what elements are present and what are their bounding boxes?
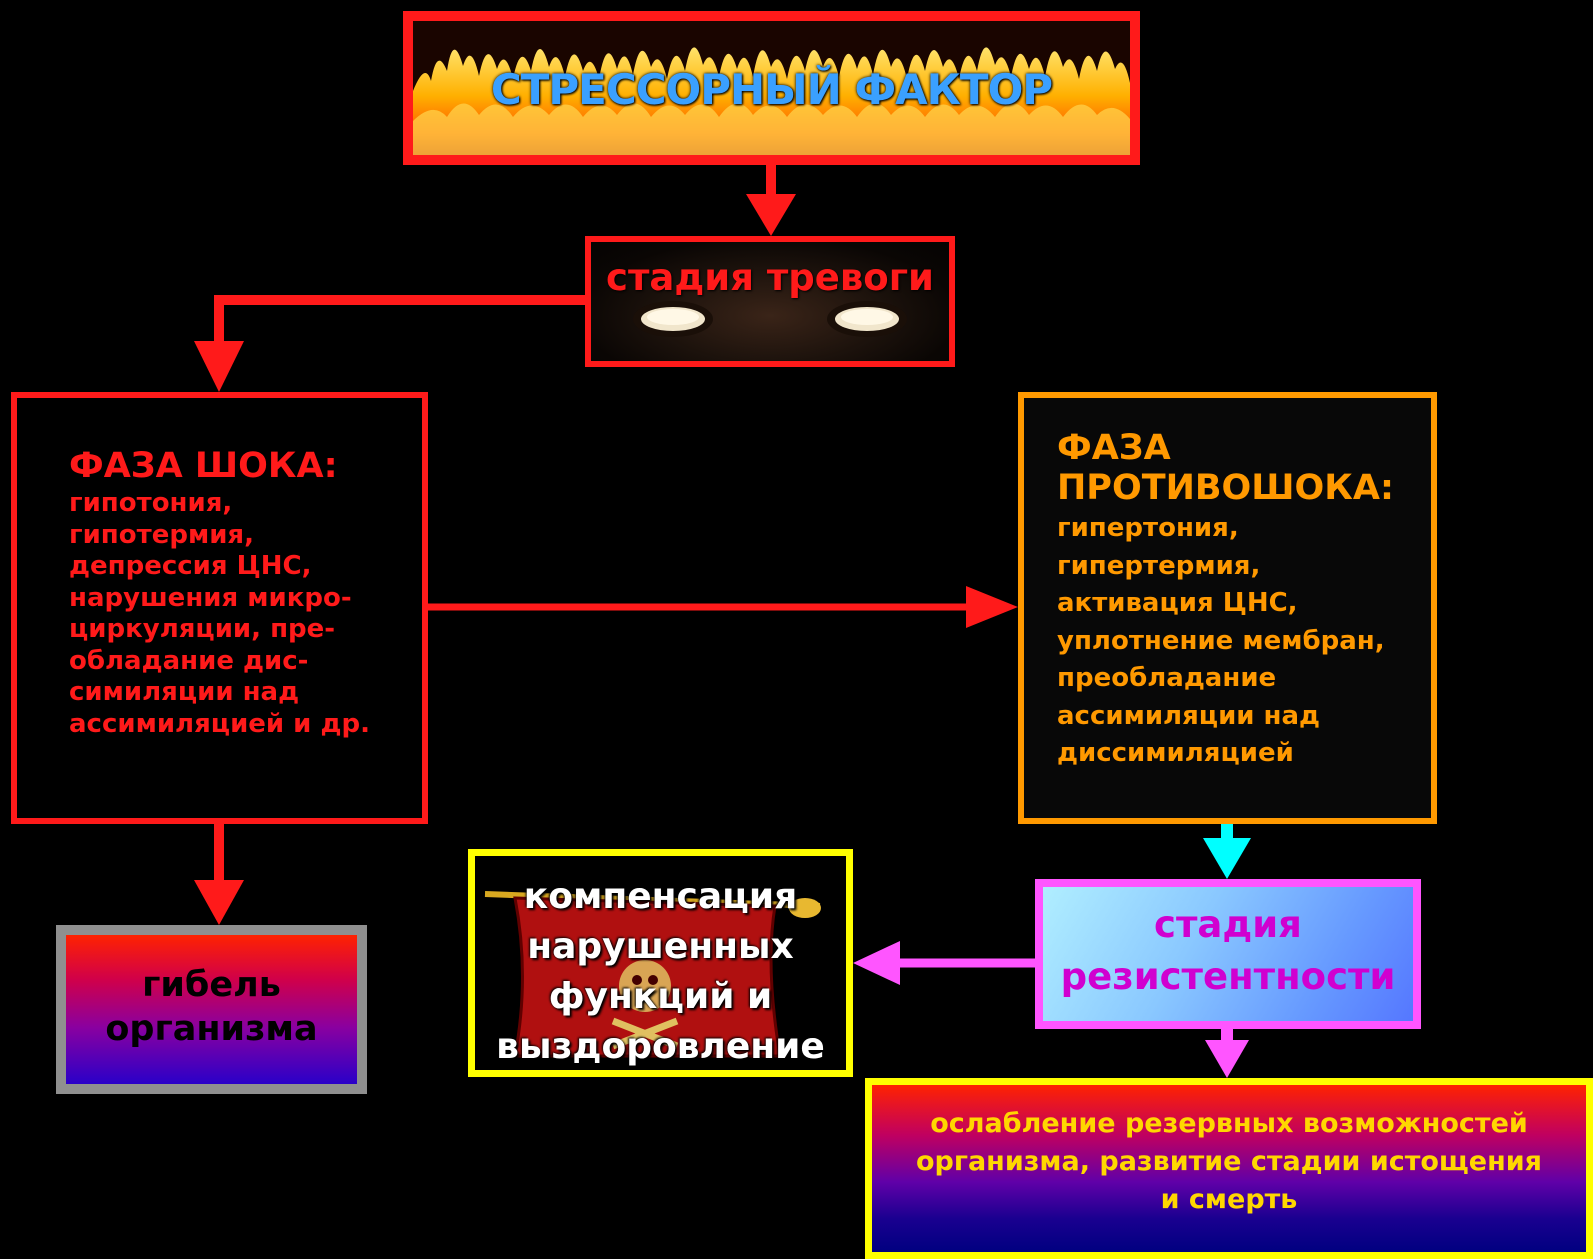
- compensation-label-line: функций и: [548, 976, 773, 1017]
- shock-phase-line: гипотония,: [69, 488, 233, 518]
- counter-shock-line: диссимиляцией: [1057, 738, 1294, 768]
- shock-phase-box: ФАЗА ШОКА: гипотония, гипотермия, депрес…: [11, 392, 428, 824]
- exhaustion-box: ослабление резервных возможностей органи…: [865, 1078, 1593, 1259]
- death-label: гибель организма: [66, 963, 357, 1051]
- resistance-stage-label: стадия резистентности: [1043, 899, 1413, 1003]
- resistance-label-line: стадия: [1154, 903, 1302, 946]
- shock-phase-line: депрессия ЦНС,: [69, 551, 312, 581]
- counter-shock-title-line: ФАЗА: [1057, 428, 1171, 468]
- alarm-stage-box: стадия тревоги: [585, 236, 955, 367]
- counter-shock-line: гипертония,: [1057, 513, 1239, 543]
- flames-image: [413, 21, 1130, 155]
- alarm-stage-label: стадия тревоги: [606, 256, 934, 299]
- arrow-stressor-to-alarm: [746, 165, 796, 236]
- exhaustion-label-line: организма, развитие стадии истощения: [915, 1146, 1543, 1177]
- counter-shock-line: ассимиляции над: [1057, 700, 1321, 731]
- exhaustion-label-line: ослабление резервных возможностей: [930, 1108, 1528, 1139]
- shock-phase-line: ассимиляцией и др.: [69, 708, 370, 739]
- exhaustion-label: ослабление резервных возможностей органи…: [872, 1105, 1586, 1219]
- resistance-label-line: резистентности: [1060, 955, 1396, 998]
- compensation-label: компенсация нарушенных функций и выздоро…: [475, 872, 846, 1070]
- shock-phase-line: симиляции над: [69, 677, 300, 707]
- resistance-stage-box: стадия резистентности: [1035, 879, 1421, 1029]
- exhaustion-label-line: и смерть: [1160, 1184, 1298, 1215]
- stressor-factor-label: СТРЕССОРНЫЙ ФАКТОР: [490, 65, 1053, 114]
- compensation-label-line: компенсация: [523, 876, 798, 917]
- arrow-counter-to-resistance: [1203, 824, 1251, 879]
- shock-phase-list: гипотония, гипотермия, депрессия ЦНС, на…: [69, 488, 422, 740]
- arrow-alarm-to-shock: [194, 295, 585, 392]
- eyes-image: [633, 301, 907, 337]
- death-label-line: организма: [105, 1009, 318, 1049]
- shock-phase-title: ФАЗА ШОКА:: [69, 446, 338, 486]
- counter-shock-line: активация ЦНС,: [1057, 588, 1298, 618]
- shock-phase-line: обладание дис-: [69, 645, 309, 676]
- flag-image: [484, 891, 821, 1058]
- compensation-label-line: нарушенных: [527, 926, 794, 967]
- stressor-factor-box: СТРЕССОРНЫЙ ФАКТОР: [403, 11, 1140, 165]
- compensation-label-line: выздоровление: [496, 1026, 825, 1067]
- shock-phase-line: нарушения микро-: [69, 582, 352, 613]
- shock-phase-line: гипотермия,: [69, 519, 254, 550]
- compensation-box: компенсация нарушенных функций и выздоро…: [468, 849, 853, 1077]
- counter-shock-title: ФАЗА ПРОТИВОШОКА:: [1057, 428, 1431, 508]
- arrow-resistance-to-exhaustion: [1205, 1029, 1249, 1078]
- arrow-shock-to-counter-shock: [428, 586, 1018, 628]
- death-label-line: гибель: [142, 965, 281, 1005]
- counter-shock-title-line: ПРОТИВОШОКА:: [1057, 468, 1394, 508]
- arrow-resistance-to-compensation: [853, 941, 1035, 985]
- counter-shock-line: преобладание: [1057, 663, 1277, 693]
- counter-shock-list: гипертония, гипертермия, активация ЦНС, …: [1057, 510, 1431, 773]
- death-box: гибель организма: [56, 925, 367, 1094]
- arrow-shock-to-death: [194, 824, 244, 925]
- shock-phase-line: циркуляции, пре-: [69, 614, 336, 644]
- counter-shock-phase-box: ФАЗА ПРОТИВОШОКА: гипертония, гипертерми…: [1018, 392, 1437, 824]
- counter-shock-line: гипертермия,: [1057, 550, 1261, 581]
- counter-shock-line: уплотнение мембран,: [1057, 625, 1385, 656]
